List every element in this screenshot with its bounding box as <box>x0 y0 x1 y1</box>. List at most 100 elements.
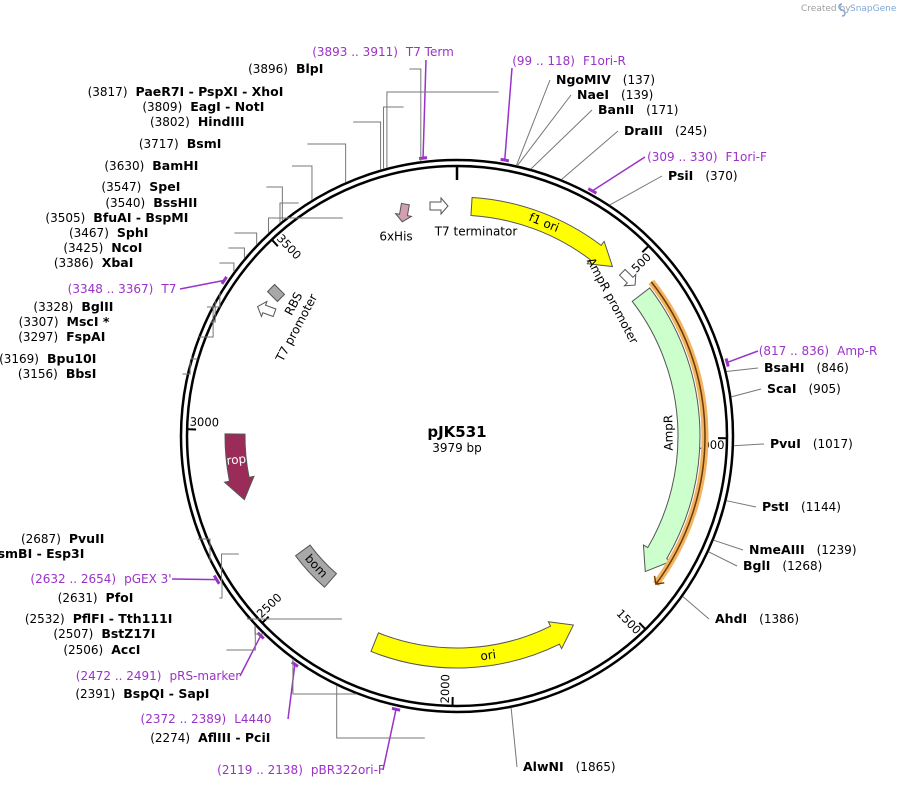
primer-range: (2372 .. 2389) <box>141 712 227 726</box>
site-label[interactable]: (3896)BlpI <box>248 61 422 162</box>
site-leader <box>219 262 235 272</box>
site-label[interactable]: PvuI(1017) <box>733 436 853 451</box>
feature-label-t7term: T7 terminator <box>434 225 518 239</box>
site-label[interactable]: (2507)BstZ17I <box>53 625 265 641</box>
site-label[interactable]: (3802)HindIII <box>150 114 382 170</box>
site-label[interactable]: (2391)BspQI - SapI <box>75 659 357 701</box>
site-label[interactable]: BsaHI(846) <box>726 360 849 375</box>
site-label[interactable]: (3467)SphI <box>69 225 258 245</box>
ampr-orf-line <box>650 281 706 585</box>
site-position: (2274) <box>150 731 190 745</box>
site-leader <box>733 443 765 447</box>
site-text: (2631)PfoI <box>58 590 134 605</box>
site-leader <box>221 553 239 582</box>
site-name: NgoMIV <box>556 72 611 87</box>
primer-label: (817 .. 836)Amp-R <box>759 344 878 358</box>
site-label[interactable]: (3169)Bpu10I <box>0 351 198 366</box>
site-label[interactable]: (3547)SpeI <box>101 179 283 221</box>
site-label[interactable]: (3630)BamHI <box>104 158 313 201</box>
site-name: BssHII <box>153 195 197 210</box>
site-text: (3809)EagI - NotI <box>142 99 264 114</box>
tick-label: 1500 <box>614 606 644 637</box>
primer-name: pGEX 3' <box>124 572 171 586</box>
site-label[interactable]: DraIII(245) <box>561 123 708 180</box>
primer-range: (2632 .. 2654) <box>30 572 116 586</box>
primer-pgex-3-[interactable]: (2632 .. 2654) pGEX 3' <box>30 572 221 586</box>
site-label[interactable]: (3540)BssHII <box>105 195 299 223</box>
site-label[interactable]: (2633)BsmBI - Esp3I <box>0 546 239 582</box>
site-label[interactable]: PstI(1144) <box>726 499 841 514</box>
site-label[interactable]: NmeAIII(1239) <box>713 539 857 557</box>
site-label[interactable]: (3809)EagI - NotI <box>142 99 404 169</box>
site-leader <box>234 232 258 245</box>
primer-label: (2119 .. 2138)pBR322ori-F <box>217 763 385 777</box>
site-label[interactable]: (3386)XbaI <box>54 255 235 272</box>
primer-f1ori-r[interactable]: (99 .. 118)F1ori-R <box>500 54 626 163</box>
feature-ori: ori <box>370 621 575 669</box>
primer-amp-r[interactable]: (817 .. 836)Amp-R <box>724 344 878 367</box>
primer-prs-marker[interactable]: (2472 .. 2491)pRS-marker <box>76 631 265 683</box>
site-label[interactable]: BanII(171) <box>530 102 679 170</box>
site-name: BglII <box>81 299 113 314</box>
site-text: AhdI(1386) <box>715 611 799 626</box>
site-name: AccI <box>111 642 140 657</box>
primer-range: (2472 .. 2491) <box>76 669 162 683</box>
site-label[interactable]: NaeI(139) <box>516 87 653 166</box>
site-label[interactable]: (3425)NcoI <box>63 240 245 259</box>
tick-label: 2000 <box>438 674 452 704</box>
primer-label: (2472 .. 2491)pRS-marker <box>76 669 240 683</box>
feature-t7term: T7 terminator <box>429 196 518 239</box>
site-label[interactable]: ScaI (905) <box>731 381 841 398</box>
site-label[interactable]: (2532)PflFI - Tth111I <box>25 611 342 626</box>
credit-prefix: Created by <box>801 4 851 14</box>
primers: (3893 .. 3911)T7 Term(99 .. 118)F1ori-R(… <box>30 45 877 777</box>
primer-label: (309 .. 330)F1ori-F <box>647 150 767 164</box>
site-name: PfoI <box>106 590 134 605</box>
tick-mark <box>638 622 646 630</box>
site-leader <box>353 121 382 170</box>
site-label[interactable]: (3156)BbsI <box>18 361 191 381</box>
site-text: BsaHI(846) <box>764 360 849 375</box>
site-leader <box>279 202 299 223</box>
primer-t7-term[interactable]: (3893 .. 3911)T7 Term <box>312 45 454 161</box>
site-name: ScaI <box>767 381 797 396</box>
site-label[interactable]: (3717)BsmI <box>139 136 347 183</box>
primer-l4440[interactable]: (2372 .. 2389)L4440 <box>141 660 299 726</box>
site-position: (1865) <box>576 760 616 774</box>
site-text: (3547)SpeI <box>101 179 180 194</box>
site-label[interactable]: PsiI(370) <box>609 168 738 206</box>
site-label[interactable]: (2506)AccI <box>63 625 256 657</box>
site-label[interactable]: (3505)BfuAI - BspMI <box>45 210 343 234</box>
site-text: (3505)BfuAI - BspMI <box>45 210 188 225</box>
primer-f1ori-f[interactable]: (309 .. 330)F1ori-F <box>587 150 767 195</box>
site-label[interactable]: (3328)BglII <box>33 292 221 314</box>
f1ori-shape <box>470 196 614 268</box>
site-text: (2532)PflFI - Tth111I <box>25 611 173 626</box>
site-leader <box>383 106 404 169</box>
site-label[interactable]: NgoMIV(137) <box>515 72 655 166</box>
site-leader <box>510 707 518 768</box>
site-label[interactable]: (2687)PvuII <box>21 531 211 562</box>
site-position: (905) <box>809 382 841 396</box>
site-label[interactable]: (3817)PaeR7I - PspXI - XhoI <box>88 84 499 169</box>
site-label[interactable]: AlwNI(1865) <box>510 707 616 774</box>
primer-bar <box>587 187 598 195</box>
site-label[interactable]: (3297)FspAI <box>18 304 214 344</box>
site-label[interactable]: (2631)PfoI <box>58 582 223 605</box>
site-label[interactable]: (2274)AflIII - PciI <box>150 685 425 745</box>
primer-range: (2119 .. 2138) <box>217 763 303 777</box>
site-name: NmeAIII <box>749 542 805 557</box>
site-position: (3630) <box>104 159 144 173</box>
site-name: XbaI <box>102 255 134 270</box>
site-label[interactable]: (3307)MscI * <box>19 300 216 329</box>
site-label[interactable]: AhdI(1386) <box>682 596 799 626</box>
tick-label: 2500 <box>254 590 285 620</box>
site-label[interactable]: BglI(1268) <box>708 551 823 573</box>
site-leader <box>708 551 738 567</box>
site-position: (1144) <box>801 500 841 514</box>
primer-pbr322ori-f[interactable]: (2119 .. 2138)pBR322ori-F <box>217 706 401 777</box>
site-leader <box>219 582 223 599</box>
site-position: (3717) <box>139 137 179 151</box>
primer-t7[interactable]: (3348 .. 3367)T7 <box>68 276 228 296</box>
